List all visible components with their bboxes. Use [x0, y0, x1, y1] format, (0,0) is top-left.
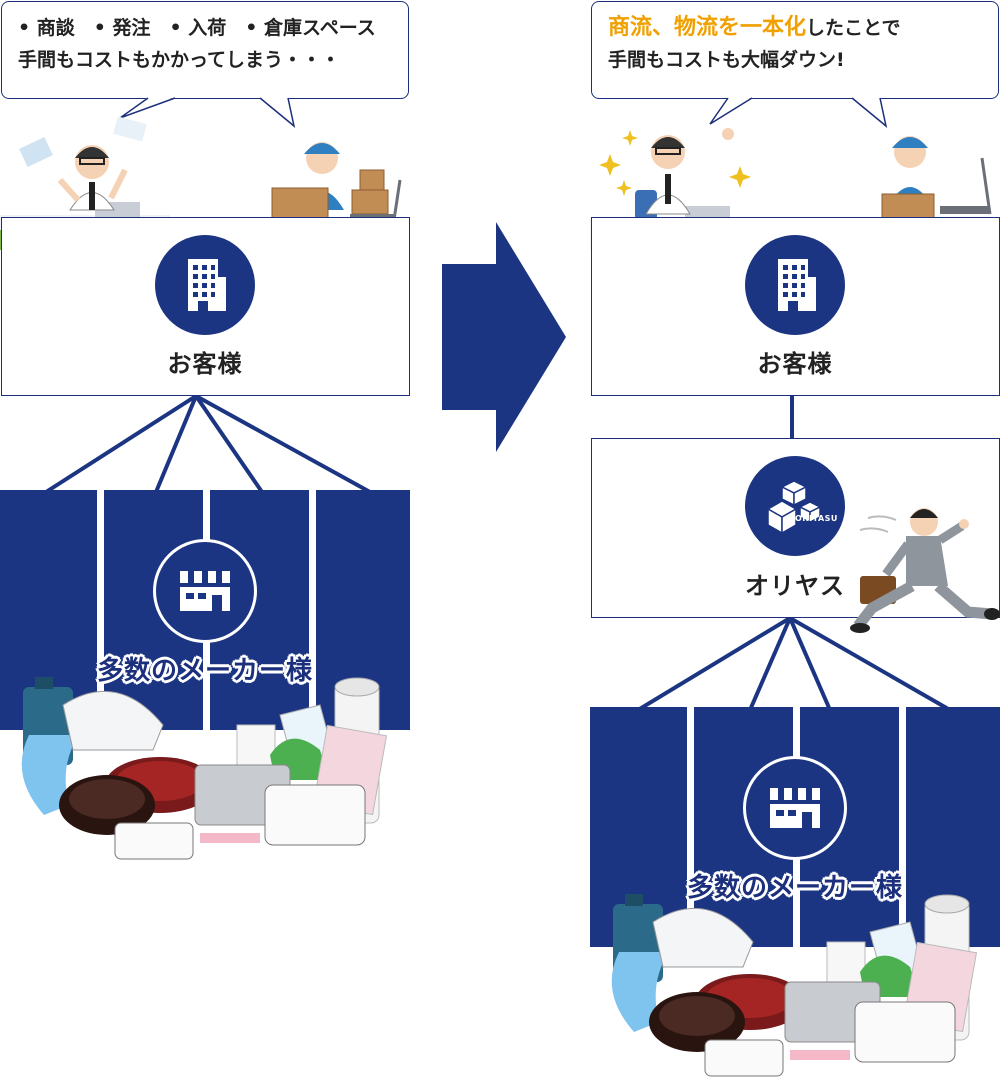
- products-illustration: [21, 677, 388, 860]
- oriyasu-label: オリヤス: [745, 572, 845, 600]
- customer-oriyasu-connector: [790, 396, 794, 439]
- before-customer-label: お客様: [167, 350, 243, 378]
- oriyasu-logo-text: ORIYASU: [795, 514, 838, 523]
- after-bubble-rest: したことで: [806, 17, 901, 39]
- building-icon: [188, 259, 226, 311]
- before-bubble-line2: 手間もコストもかかってしまう・・・: [18, 49, 341, 71]
- running-salesman-illustration: [850, 508, 1000, 633]
- after-bubble-tails: [709, 97, 888, 128]
- before-speech-bubble: • 商談 • 発注 • 入荷 • 倉庫スペース 手間もコストもかかってしまう・・…: [1, 1, 409, 99]
- building-icon: [778, 259, 816, 311]
- after-customer-label: お客様: [757, 350, 833, 378]
- before-makers-label: 多数のメーカー様: [96, 656, 313, 686]
- after-customer-building-circle: [745, 235, 845, 335]
- before-connector-lines: [44, 396, 371, 492]
- after-bubble-line2: 手間もコストも大幅ダウン!: [608, 49, 845, 71]
- before-customer-building-circle: [155, 235, 255, 335]
- after-factory-circle: [743, 756, 847, 860]
- factory-icon: [180, 571, 230, 611]
- after-speech-bubble: 商流、物流を一本化したことで 手間もコストも大幅ダウン!: [591, 1, 999, 99]
- after-bubble-line1: 商流、物流を一本化したことで: [608, 12, 982, 44]
- before-bubble-tails: [119, 97, 296, 128]
- after-products-illustration: [611, 894, 978, 1077]
- after-bubble-highlight: 商流、物流を一本化: [608, 15, 807, 40]
- oriyasu-logo-circle: ORIYASU: [745, 456, 845, 556]
- factory-icon: [770, 788, 820, 828]
- arrow-right-icon: [442, 222, 566, 452]
- before-bubble-line1: • 商談 • 発注 • 入荷 • 倉庫スペース: [18, 17, 376, 39]
- before-factory-circle: [153, 539, 257, 643]
- oriyasu-logo-icon: [766, 480, 822, 535]
- after-makers-label: 多数のメーカー様: [686, 873, 903, 903]
- after-connector-lines: [636, 618, 951, 710]
